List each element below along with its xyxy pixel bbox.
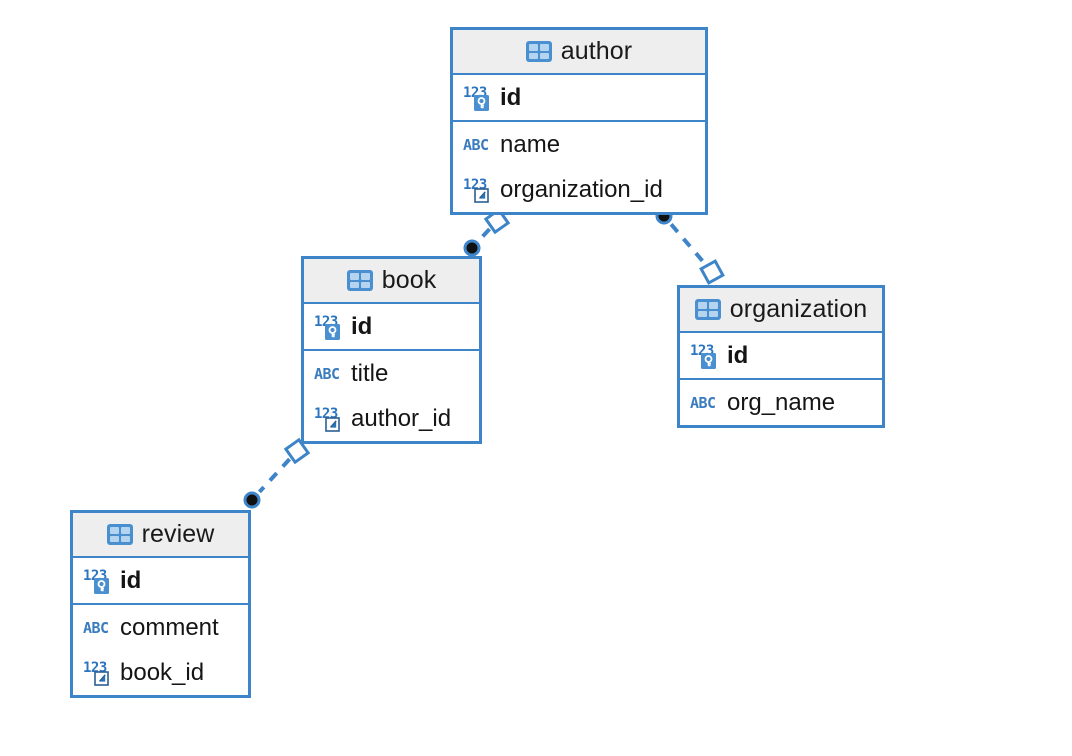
table-icon — [346, 270, 373, 291]
field-group: ABC comment 123 book_id — [73, 603, 248, 695]
entity-header-organization[interactable]: organization — [680, 288, 882, 333]
field-row-author_id[interactable]: 123 author_id — [304, 396, 479, 441]
table-icon — [525, 41, 552, 62]
text-abc-icon: ABC — [463, 132, 493, 158]
field-name: id — [120, 566, 142, 594]
foreign-key-number-icon: 123 — [314, 406, 344, 432]
field-name: book_id — [120, 658, 205, 686]
entity-title: book — [381, 266, 437, 294]
relationship-line — [257, 457, 292, 494]
field-row-id[interactable]: 123 id — [453, 75, 705, 120]
field-name: title — [351, 359, 389, 387]
field-row-organization_id[interactable]: 123 organization_id — [453, 167, 705, 212]
field-group: ABC title 123 author_id — [304, 349, 479, 441]
relationship-book-review[interactable] — [243, 437, 311, 509]
field-name: id — [727, 341, 749, 369]
relationship-author-organization[interactable] — [655, 207, 725, 285]
field-group: ABC org_name — [680, 378, 882, 425]
entity-title: author — [560, 37, 633, 65]
table-icon — [694, 299, 721, 320]
type-label: ABC — [690, 393, 716, 412]
entity-header-author[interactable]: author — [453, 30, 705, 75]
entity-header-book[interactable]: book — [304, 259, 479, 304]
text-abc-icon: ABC — [83, 615, 113, 641]
primary-key-number-icon: 123 — [83, 568, 113, 594]
field-row-id[interactable]: 123 id — [304, 304, 479, 349]
foreign-key-number-icon: 123 — [83, 660, 113, 686]
field-name: author_id — [351, 404, 452, 432]
cardinality-optional-marker — [699, 259, 725, 285]
key-field-group: 123 id — [304, 304, 479, 349]
field-row-name[interactable]: ABC name — [453, 122, 705, 167]
key-field-group: 123 id — [453, 75, 705, 120]
field-name: org_name — [727, 388, 836, 416]
cardinality-many-marker — [463, 239, 481, 257]
key-field-group: 123 id — [680, 333, 882, 378]
field-name: comment — [120, 613, 219, 641]
field-name: id — [351, 312, 373, 340]
relationship-author-book[interactable] — [463, 207, 511, 257]
text-abc-icon: ABC — [314, 361, 344, 387]
relationship-line — [669, 223, 707, 265]
field-row-id[interactable]: 123 id — [73, 558, 248, 603]
relationship-line — [478, 227, 491, 242]
field-row-book_id[interactable]: 123 book_id — [73, 650, 248, 695]
primary-key-number-icon: 123 — [314, 314, 344, 340]
field-name: id — [500, 83, 522, 111]
entity-title: review — [141, 520, 215, 548]
field-row-comment[interactable]: ABC comment — [73, 605, 248, 650]
cardinality-many-marker — [243, 491, 261, 509]
primary-key-number-icon: 123 — [690, 343, 720, 369]
field-row-org_name[interactable]: ABC org_name — [680, 380, 882, 425]
primary-key-number-icon: 123 — [463, 85, 493, 111]
field-row-title[interactable]: ABC title — [304, 351, 479, 396]
text-abc-icon: ABC — [690, 390, 720, 416]
key-field-group: 123 id — [73, 558, 248, 603]
foreign-key-number-icon: 123 — [463, 177, 493, 203]
field-group: ABC name 123 organization_id — [453, 120, 705, 212]
field-row-id[interactable]: 123 id — [680, 333, 882, 378]
entity-header-review[interactable]: review — [73, 513, 248, 558]
type-label: ABC — [83, 618, 109, 637]
field-name: name — [500, 130, 561, 158]
table-icon — [106, 524, 133, 545]
type-label: ABC — [463, 135, 489, 154]
entity-title: organization — [729, 295, 868, 323]
field-name: organization_id — [500, 175, 663, 203]
type-label: ABC — [314, 364, 340, 383]
